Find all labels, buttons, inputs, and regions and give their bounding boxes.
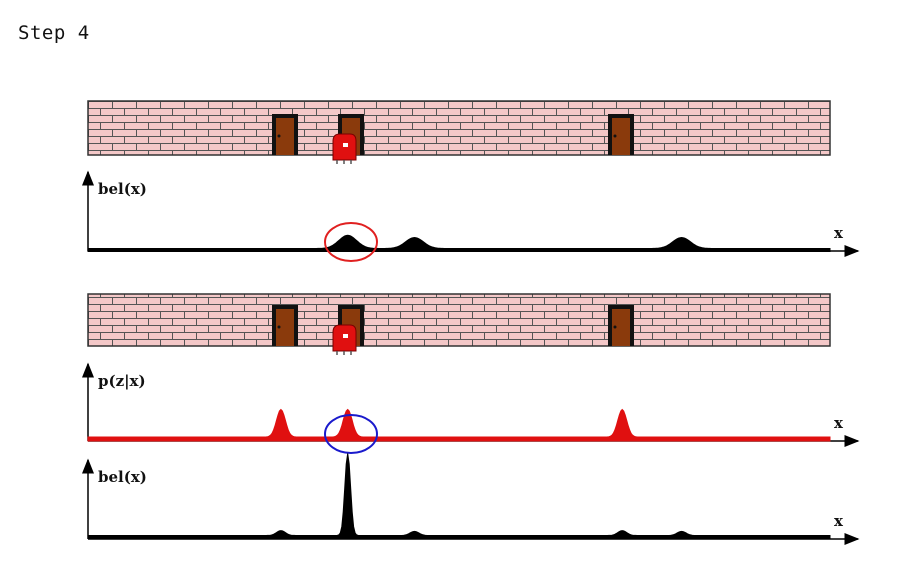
y-axis-label: bel(x) bbox=[98, 180, 147, 198]
robot-2 bbox=[332, 324, 357, 355]
door-3 bbox=[608, 114, 634, 155]
measurement-curve bbox=[87, 408, 831, 442]
x-axis-label: x bbox=[834, 414, 844, 432]
x-axis-label: x bbox=[834, 224, 844, 242]
corridor-wall-2 bbox=[87, 293, 831, 355]
belief-curve bbox=[87, 234, 831, 252]
step-title: Step 4 bbox=[18, 22, 90, 44]
door-1 bbox=[272, 114, 298, 155]
y-axis-label: bel(x) bbox=[98, 468, 147, 486]
highlight-circle-blue bbox=[324, 414, 378, 454]
door-4 bbox=[272, 305, 298, 346]
y-axis-label: p(z|x) bbox=[98, 372, 146, 390]
panel-belief-before: bel(x) x bbox=[82, 170, 860, 262]
door-6 bbox=[608, 305, 634, 346]
robot-1 bbox=[332, 133, 357, 164]
posterior-curve bbox=[87, 453, 831, 539]
panel-belief-after: bel(x) x bbox=[82, 453, 860, 545]
highlight-circle-red bbox=[324, 222, 378, 262]
x-axis-label: x bbox=[834, 512, 844, 530]
corridor-wall-1 bbox=[87, 100, 831, 164]
panel-measurement-model: p(z|x) x bbox=[82, 362, 860, 454]
